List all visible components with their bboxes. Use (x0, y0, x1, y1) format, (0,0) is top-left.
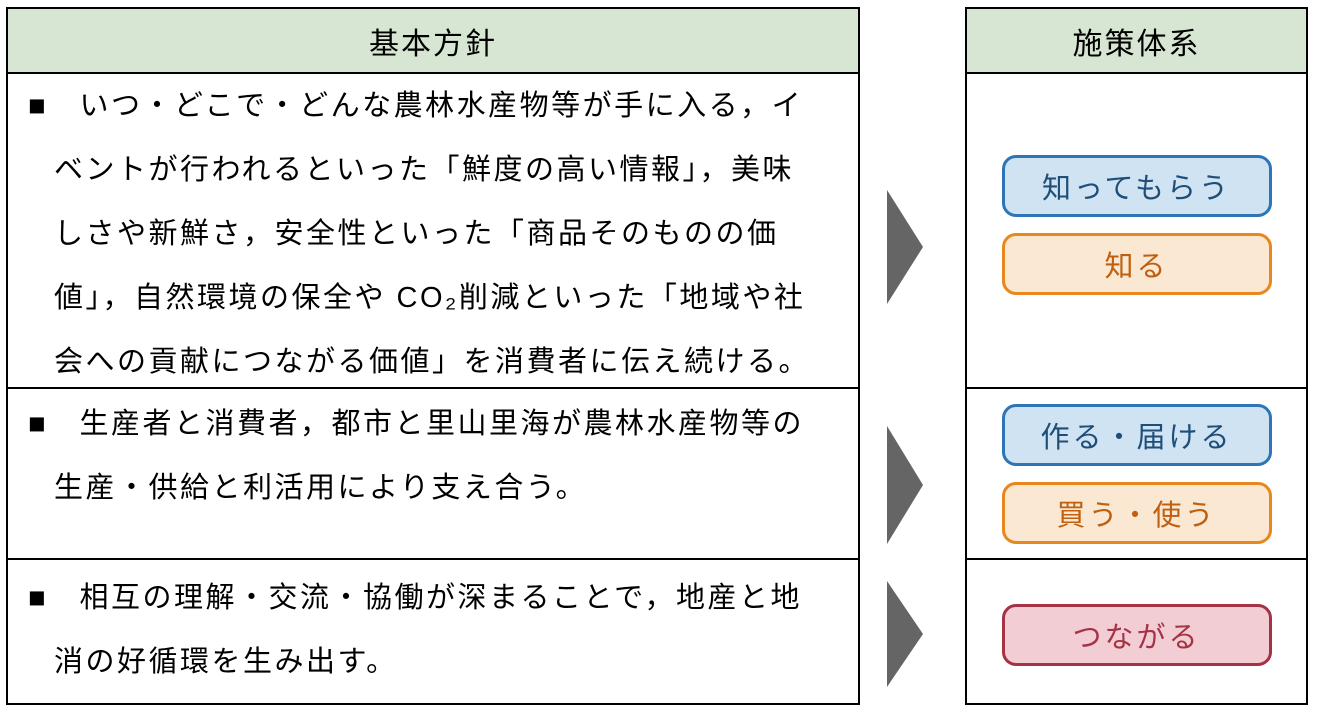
basic-policy-title: 基本方針 (369, 27, 497, 61)
badge-buy-use: 買う・使う (1001, 481, 1272, 544)
policy-text-line: ベントが行われるといった「鮮度の高い情報」，美味 (54, 154, 795, 186)
badge-make-deliver: 作る・届ける (1001, 403, 1272, 466)
badge-make-known: 知ってもらう (1001, 154, 1272, 217)
badge-connect: つながる (1001, 603, 1272, 666)
policy-text-line: ■ 相互の理解・交流・協働が深まることで，地産と地 (28, 582, 802, 614)
policy-text-line: 会への貢献につながる価値」を消費者に伝え続ける。 (54, 346, 811, 378)
policy-text-line: 生産・供給と利活用により支え合う。 (54, 472, 588, 504)
policy-text-line: ■ いつ・どこで・どんな農林水産物等が手に入る，イ (28, 90, 804, 122)
measures-group-2: 作る・届ける 買う・使う (967, 387, 1306, 558)
policy-item-3: ■ 相互の理解・交流・協働が深まることで，地産と地 消の好循環を生み出す。 (8, 558, 858, 703)
measures-group-3: つながる (967, 558, 1306, 703)
policy-text-line: 消の好循環を生み出す。 (54, 646, 398, 678)
badge-know: 知る (1001, 232, 1272, 295)
policy-text-line: ■ 生産者と消費者，都市と里山里海が農林水産物等の (28, 408, 805, 440)
flow-right-arrow-icon-2 (887, 426, 923, 544)
measures-panel: 施策体系 知ってもらう 知る 作る・届ける 買う・使う つながる (965, 7, 1308, 705)
measures-group-1: 知ってもらう 知る (967, 74, 1306, 387)
flow-right-arrow-icon-3 (887, 581, 923, 687)
basic-policy-header: 基本方針 (8, 9, 858, 74)
flow-right-arrow-icon-1 (887, 190, 923, 304)
policy-item-1: ■ いつ・どこで・どんな農林水産物等が手に入る，イ ベントが行われるといった「鮮… (8, 74, 858, 387)
policy-text-line: しさや新鮮さ，安全性といった「商品そのものの価 (54, 218, 779, 250)
measures-title: 施策体系 (1072, 27, 1201, 61)
policy-text-line: 値」，自然環境の保全や CO₂削減といった「地域や社 (54, 282, 806, 314)
policy-item-2: ■ 生産者と消費者，都市と里山里海が農林水産物等の 生産・供給と利活用により支え… (8, 387, 858, 558)
measures-header: 施策体系 (967, 9, 1306, 74)
basic-policy-table: 基本方針 ■ いつ・どこで・どんな農林水産物等が手に入る，イ ベントが行われると… (6, 7, 860, 705)
